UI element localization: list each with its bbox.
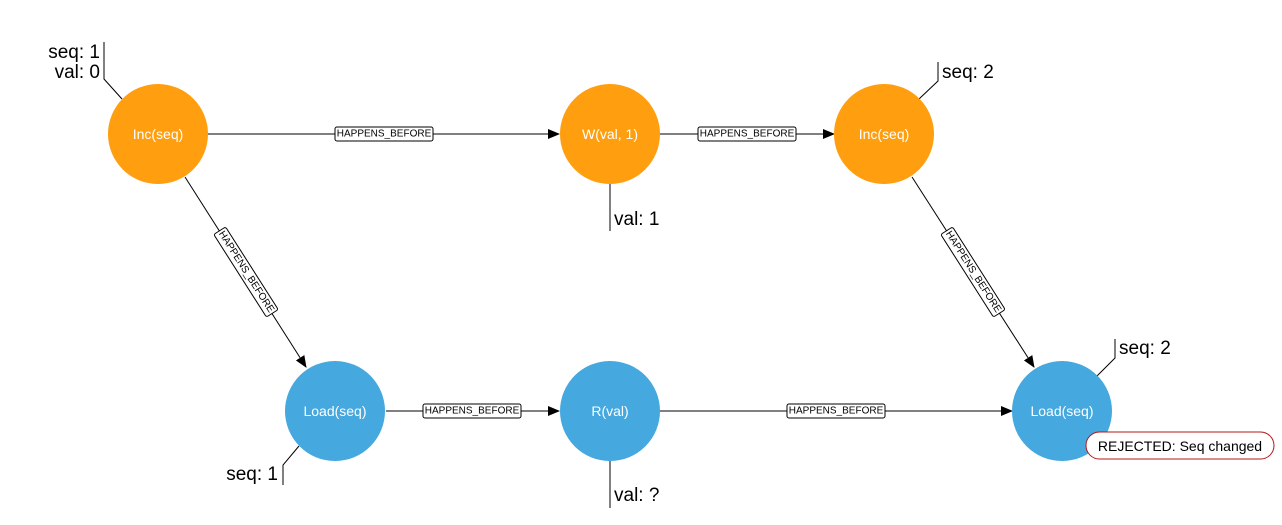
annotation-val: val: 1 (614, 209, 659, 230)
annotation-val: val: ? (614, 485, 659, 506)
node-inc-seq-1[interactable]: Inc(seq) (108, 84, 208, 184)
edge-label-text: HAPPENS_BEFORE (216, 229, 276, 315)
edge-label-text: HAPPENS_BEFORE (425, 406, 520, 417)
node-label: Inc(seq) (859, 126, 910, 142)
edge-label: HAPPENS_BEFORE (697, 126, 797, 142)
node-load-seq-1[interactable]: Load(seq) (285, 361, 385, 461)
annotation-seq: seq: 2 (942, 62, 994, 83)
node-circle (560, 361, 660, 461)
edge-label: HAPPENS_BEFORE (334, 126, 434, 142)
node-circle (285, 361, 385, 461)
node-read-val[interactable]: R(val) (560, 361, 660, 461)
edge-label: HAPPENS_BEFORE (214, 227, 278, 317)
rejected-status-badge: REJECTED: Seq changed (1085, 431, 1275, 460)
edge-label-text: HAPPENS_BEFORE (337, 129, 432, 140)
rejected-status-text: REJECTED: Seq changed (1098, 438, 1262, 454)
leader-line (918, 62, 939, 100)
annotation-seq: seq: 1 (226, 464, 278, 485)
edge-label-text: HAPPENS_BEFORE (943, 229, 1003, 315)
leader-line (1096, 339, 1116, 377)
edge-label: HAPPENS_BEFORE (786, 403, 886, 419)
node-write-val[interactable]: W(val, 1) (560, 84, 660, 184)
node-label: R(val) (591, 403, 628, 419)
annotation-seq: seq: 2 (1119, 338, 1171, 359)
edge-label-text: HAPPENS_BEFORE (700, 129, 795, 140)
leader-line (103, 42, 123, 100)
edge-label: HAPPENS_BEFORE (422, 403, 522, 419)
edge-label-text: HAPPENS_BEFORE (789, 406, 884, 417)
node-label: Load(seq) (1030, 403, 1093, 419)
rejected-badge-frame (1085, 431, 1275, 460)
node-inc-seq-2[interactable]: Inc(seq) (834, 84, 934, 184)
leader-line (282, 445, 300, 485)
node-circle (1012, 361, 1112, 461)
annotation-val: val: 0 (55, 62, 100, 83)
annotation-seq: seq: 1 (48, 42, 100, 63)
nodes: Inc(seq) W(val, 1) Inc(seq) Load(seq) R(… (108, 84, 1112, 461)
node-label: Inc(seq) (133, 126, 184, 142)
node-label: W(val, 1) (582, 126, 638, 142)
node-circle (834, 84, 934, 184)
annotation-leaders (103, 42, 1116, 508)
edge-label: HAPPENS_BEFORE (941, 227, 1005, 317)
node-load-seq-2[interactable]: Load(seq) (1012, 361, 1112, 461)
node-circle (560, 84, 660, 184)
annotations: seq: 1 val: 0 val: 1 seq: 2 seq: 1 val: … (48, 42, 1171, 506)
node-label: Load(seq) (303, 403, 366, 419)
node-circle (108, 84, 208, 184)
